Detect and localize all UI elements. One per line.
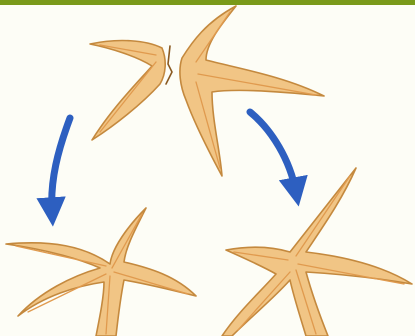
split-starfish-left-fragment	[90, 41, 165, 140]
split-starfish	[90, 6, 324, 176]
curved-arrow-icon	[250, 112, 296, 192]
starfish-body	[6, 208, 196, 336]
split-starfish-right-fragment	[180, 6, 324, 176]
curved-arrow-icon	[52, 118, 70, 212]
starfish-body	[222, 168, 412, 336]
split-line	[166, 46, 172, 84]
regenerated-starfish-left	[6, 208, 196, 336]
regenerated-starfish-right	[222, 168, 412, 336]
